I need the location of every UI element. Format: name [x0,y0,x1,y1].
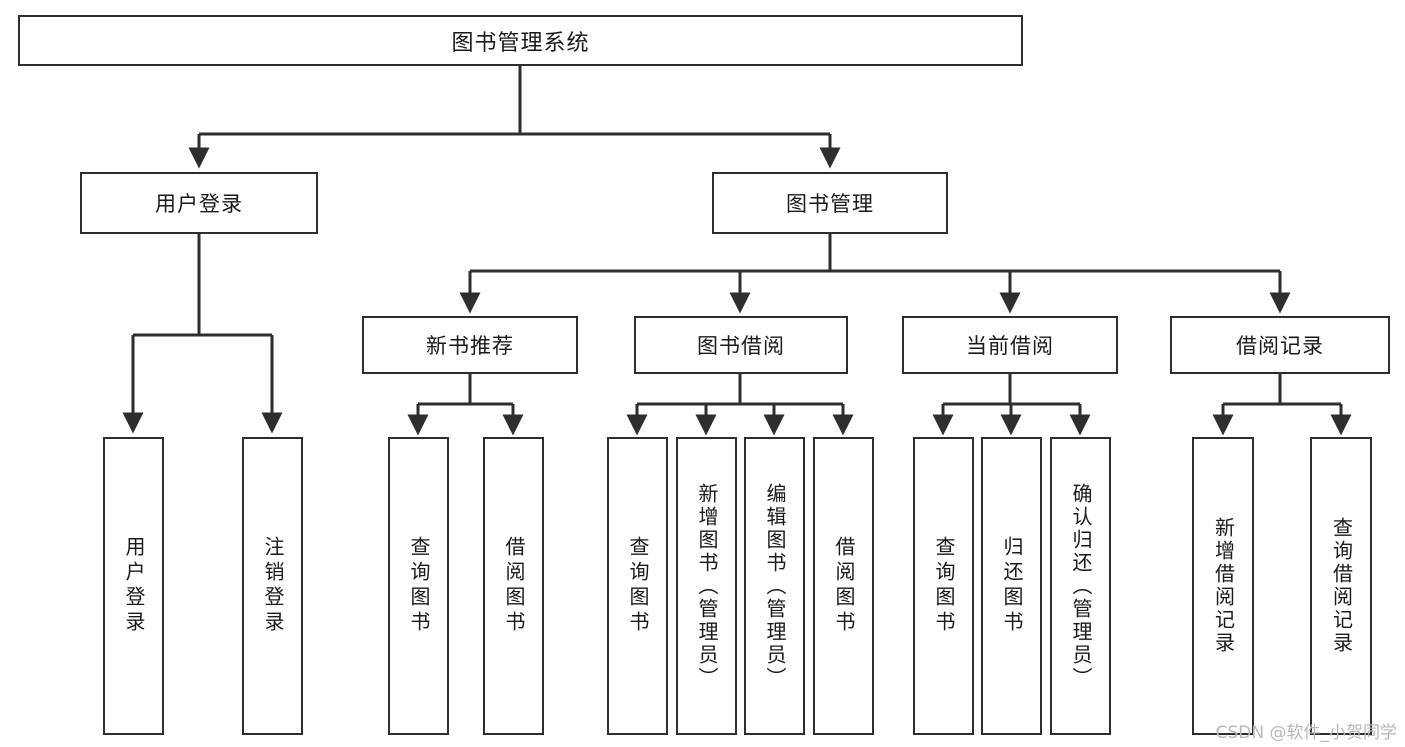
node-book-borrow[interactable]: 图书借阅 [634,316,848,374]
node-current-borrow[interactable]: 当前借阅 [902,316,1118,374]
node-leaf-query-book-newbook[interactable]: 查询图书 [388,437,449,735]
node-new-book-recommend[interactable]: 新书推荐 [362,316,578,374]
node-leaf-query-borrow-record[interactable]: 查询借阅记录 [1310,437,1372,735]
watermark-csdn: CSDN @软件_小贺同学 [1215,723,1397,743]
node-root[interactable]: 图书管理系统 [18,15,1023,66]
node-leaf-borrow-book-newbook[interactable]: 借阅图书 [483,437,544,735]
node-leaf-query-book-borrow[interactable]: 查询图书 [607,437,668,735]
node-leaf-confirm-return[interactable]: 确认归还（管理员） [1050,437,1111,735]
node-user-login[interactable]: 用户登录 [80,172,318,234]
node-book-manage[interactable]: 图书管理 [712,172,948,234]
node-leaf-add-book[interactable]: 新增图书（管理员） [676,437,737,735]
node-leaf-edit-book[interactable]: 编辑图书（管理员） [744,437,805,735]
node-leaf-logout[interactable]: 注销登录 [242,437,303,735]
node-leaf-return-book[interactable]: 归还图书 [981,437,1042,735]
node-borrow-record[interactable]: 借阅记录 [1170,316,1390,374]
node-leaf-borrow-book-borrow[interactable]: 借阅图书 [813,437,874,735]
node-leaf-user-login[interactable]: 用户登录 [103,437,164,735]
node-leaf-add-borrow-record[interactable]: 新增借阅记录 [1192,437,1254,735]
node-leaf-query-book-current[interactable]: 查询图书 [913,437,974,735]
